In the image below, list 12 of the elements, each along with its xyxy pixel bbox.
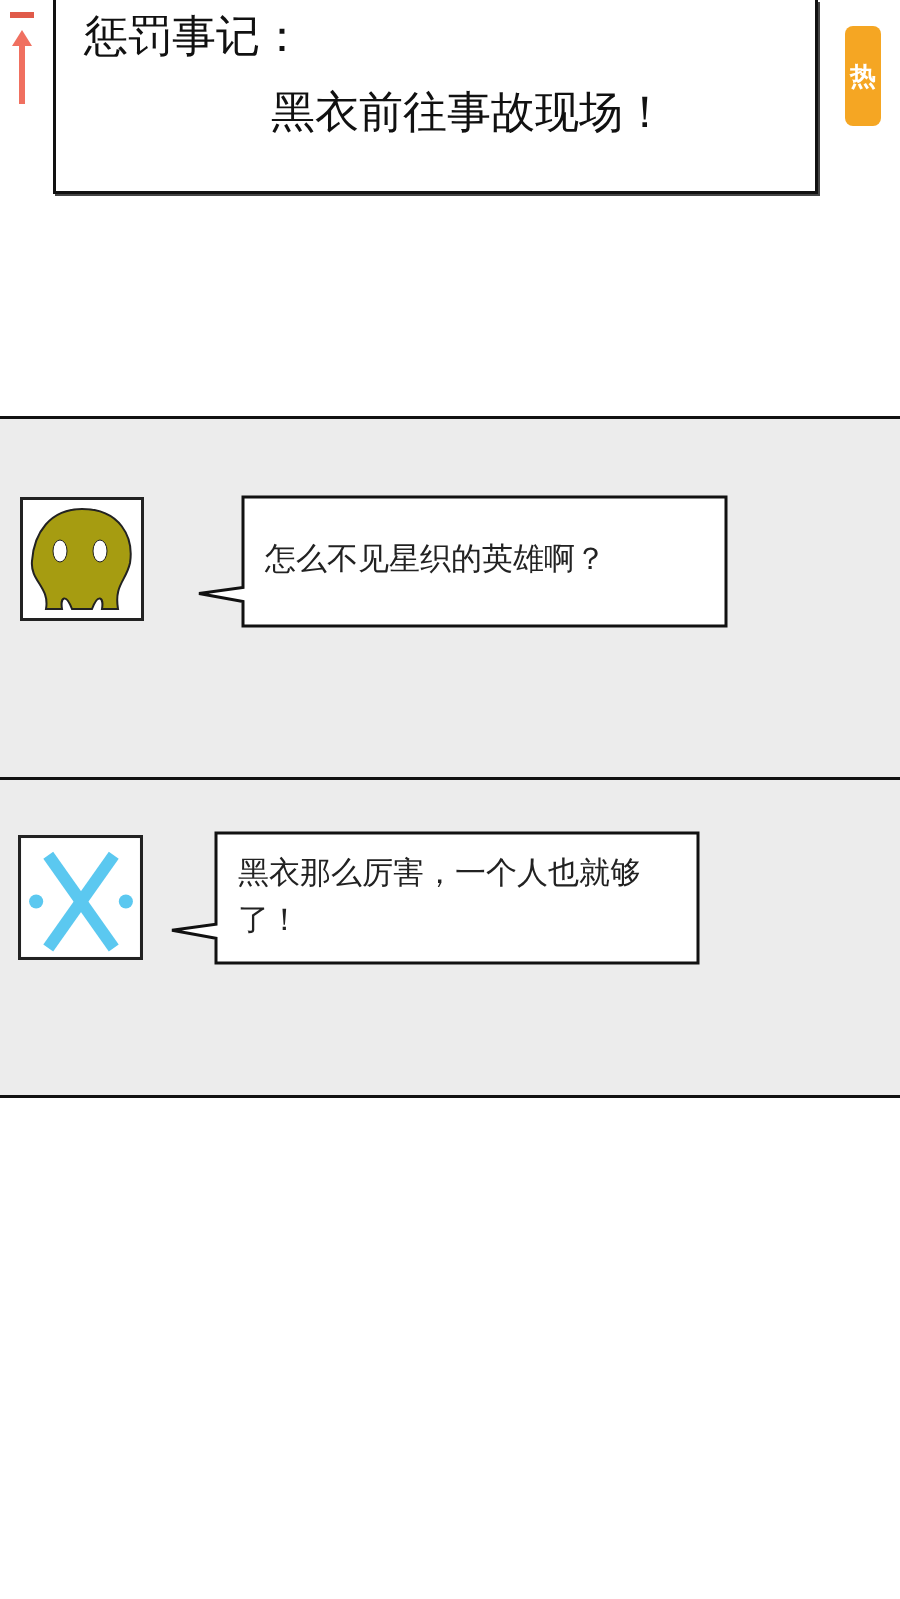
caption-text: 黑衣前往事故现场！: [271, 88, 667, 137]
panel-background: [0, 777, 900, 1098]
panel-background: [0, 416, 900, 777]
caption-box: [53, 0, 818, 194]
caption-text: 惩罚事记：: [84, 12, 304, 61]
dialogue-text: 怎么不见星织的英雄啊？: [265, 539, 607, 578]
dialogue-text: 黑衣那么厉害，一个人也就够了！: [238, 853, 642, 939]
skull-avatar-icon: [20, 497, 144, 621]
speech-bubble: [197, 495, 728, 628]
speech-bubble: [170, 831, 700, 965]
hot-badge: 热: [845, 26, 881, 126]
cross-avatar-icon: [18, 834, 143, 961]
